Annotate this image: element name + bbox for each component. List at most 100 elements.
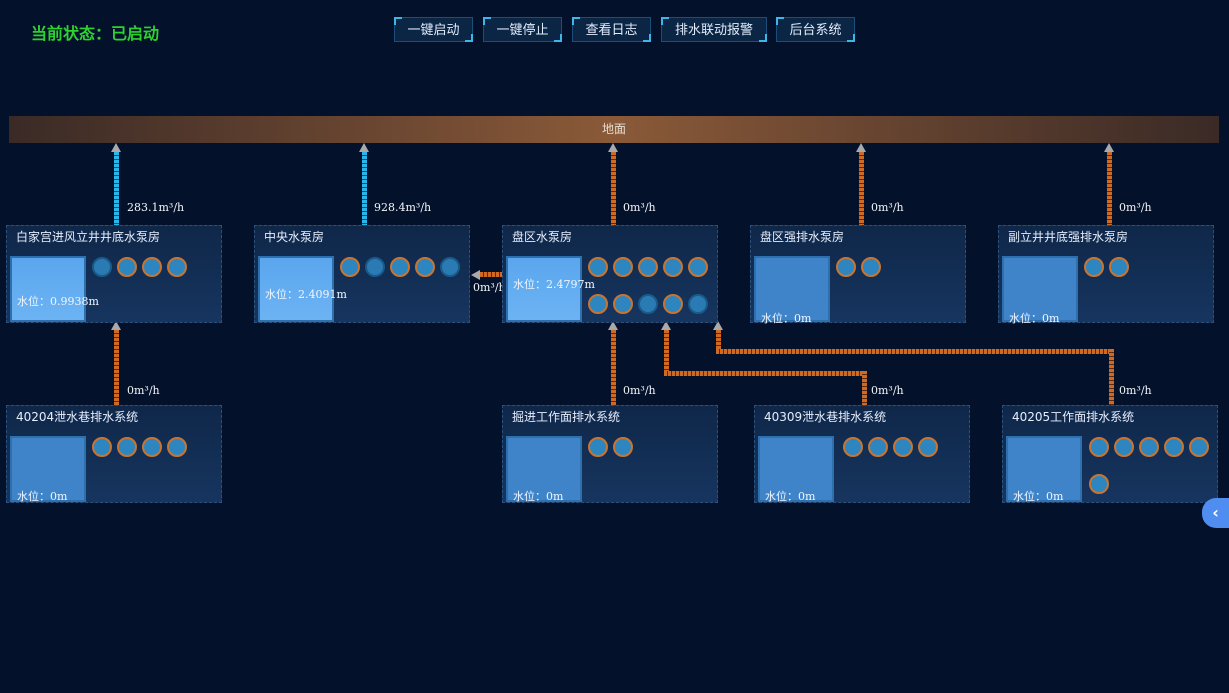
pump-icon[interactable] [440,257,460,277]
station-title: 中央水泵房 [264,230,325,244]
water-tank: 水位：0.9938m [10,256,99,322]
pump-icon[interactable] [117,437,137,457]
flow-rate: 0m³/h [473,281,506,294]
stop-all-button[interactable]: 一键停止 [483,17,562,42]
view-log-button[interactable]: 查看日志 [572,17,651,42]
pump-icon[interactable] [167,437,187,457]
pump-station-s8[interactable]: 40309泄水巷排水系统 水位：0m [754,405,970,503]
pump-station-s6[interactable]: 40204泄水巷排水系统 水位：0m [6,405,222,503]
pump-icon[interactable] [1084,257,1104,277]
drain-alarm-button[interactable]: 排水联动报警 [661,17,767,42]
pump-icon[interactable] [613,294,633,314]
arrow-up-icon [661,321,671,330]
pump-icon[interactable] [918,437,938,457]
water-level: 水位：0m [17,490,68,503]
pump-icon[interactable] [638,257,658,277]
pump-icon[interactable] [1089,437,1109,457]
pipe-s6-to-s1 [114,330,119,405]
pipe-s2-to-ground [362,152,367,225]
pump-icon[interactable] [688,294,708,314]
water-tank: 水位：0m [506,436,582,503]
pump-station-s1[interactable]: 白家宫进风立井井底水泵房 水位：0.9938m [6,225,222,323]
water-tank: 水位：0m [1002,256,1078,325]
water-tank: 水位：0m [754,256,830,325]
pump-icon[interactable] [1164,437,1184,457]
flow-rate: 0m³/h [1119,201,1152,214]
pump-icon[interactable] [861,257,881,277]
station-title: 40204泄水巷排水系统 [16,410,139,424]
water-level: 水位：2.4091m [265,288,347,301]
pump-icon[interactable] [588,257,608,277]
station-title: 副立井井底强排水泵房 [1008,230,1129,244]
pump-icon[interactable] [843,437,863,457]
collapse-panel-button[interactable]: ‹ [1202,498,1229,528]
flow-rate: 0m³/h [1119,384,1152,397]
pump-icon[interactable] [688,257,708,277]
station-title: 白家宫进风立井井底水泵房 [16,230,161,244]
flow-rate: 0m³/h [623,384,656,397]
pump-station-s3[interactable]: 盘区水泵房 水位：2.4797m [502,225,718,323]
pipe-s3-to-s2 [480,272,505,277]
pump-icon[interactable] [613,437,633,457]
station-title: 盘区水泵房 [512,230,573,244]
pipe-s8-vertical-b [862,371,867,405]
water-tank: 水位：0m [1006,436,1082,503]
pipe-s9-horizontal [716,349,1114,354]
water-level: 水位：0m [1013,490,1064,503]
water-level: 水位：0m [765,490,816,503]
pump-icon[interactable] [390,257,410,277]
pipe-s8-vertical-a [664,330,669,375]
pump-icon[interactable] [117,257,137,277]
pump-station-s4[interactable]: 盘区强排水泵房 水位：0m [750,225,966,325]
pump-icon[interactable] [588,437,608,457]
pump-icon[interactable] [1114,437,1134,457]
arrow-up-icon [359,143,369,152]
water-level: 水位：0m [761,312,812,325]
ground-surface-bar: 地面 [9,116,1219,143]
pump-icon[interactable] [663,257,683,277]
station-title: 盘区强排水泵房 [760,230,845,244]
pump-icon[interactable] [1109,257,1129,277]
pump-icon[interactable] [868,437,888,457]
pump-icon[interactable] [1189,437,1209,457]
pump-icon[interactable] [167,257,187,277]
arrow-left-icon [471,270,480,280]
pump-station-s7[interactable]: 掘进工作面排水系统 水位：0m [502,405,718,503]
flow-rate: 0m³/h [871,201,904,214]
pump-icon[interactable] [588,294,608,314]
water-level: 水位：0.9938m [17,295,99,308]
arrow-up-icon [608,143,618,152]
pipe-s7-to-s3 [611,330,616,405]
water-level: 水位：0m [513,490,564,503]
pump-icon[interactable] [1139,437,1159,457]
water-tank: 水位：0m [10,436,86,503]
backend-system-button[interactable]: 后台系统 [776,17,855,42]
flow-rate: 0m³/h [127,384,160,397]
pipe-s1-to-ground [114,152,119,225]
pump-icon[interactable] [92,437,112,457]
pump-icon[interactable] [1089,474,1109,494]
pump-icon[interactable] [638,294,658,314]
system-status: 当前状态：已启动 [31,24,160,43]
pump-icon[interactable] [415,257,435,277]
station-title: 40205工作面排水系统 [1012,410,1135,424]
pump-station-s9[interactable]: 40205工作面排水系统 水位：0m [1002,405,1218,503]
pump-icon[interactable] [142,437,162,457]
pump-station-s2[interactable]: 中央水泵房 水位：2.4091m [254,225,470,323]
pump-icon[interactable] [365,257,385,277]
pump-station-s5[interactable]: 副立井井底强排水泵房 水位：0m [998,225,1214,325]
water-tank: 水位：2.4091m [258,256,347,322]
pump-icon[interactable] [142,257,162,277]
pump-icon[interactable] [893,437,913,457]
pipe-s9-vertical-b [1109,349,1114,405]
start-all-button[interactable]: 一键启动 [394,17,473,42]
pump-icon[interactable] [340,257,360,277]
arrow-up-icon [713,321,723,330]
station-title: 40309泄水巷排水系统 [764,410,887,424]
water-level: 水位：0m [1009,312,1060,325]
pump-icon[interactable] [663,294,683,314]
pump-icon[interactable] [613,257,633,277]
pump-icon[interactable] [836,257,856,277]
pump-icon[interactable] [92,257,112,277]
arrow-up-icon [856,143,866,152]
